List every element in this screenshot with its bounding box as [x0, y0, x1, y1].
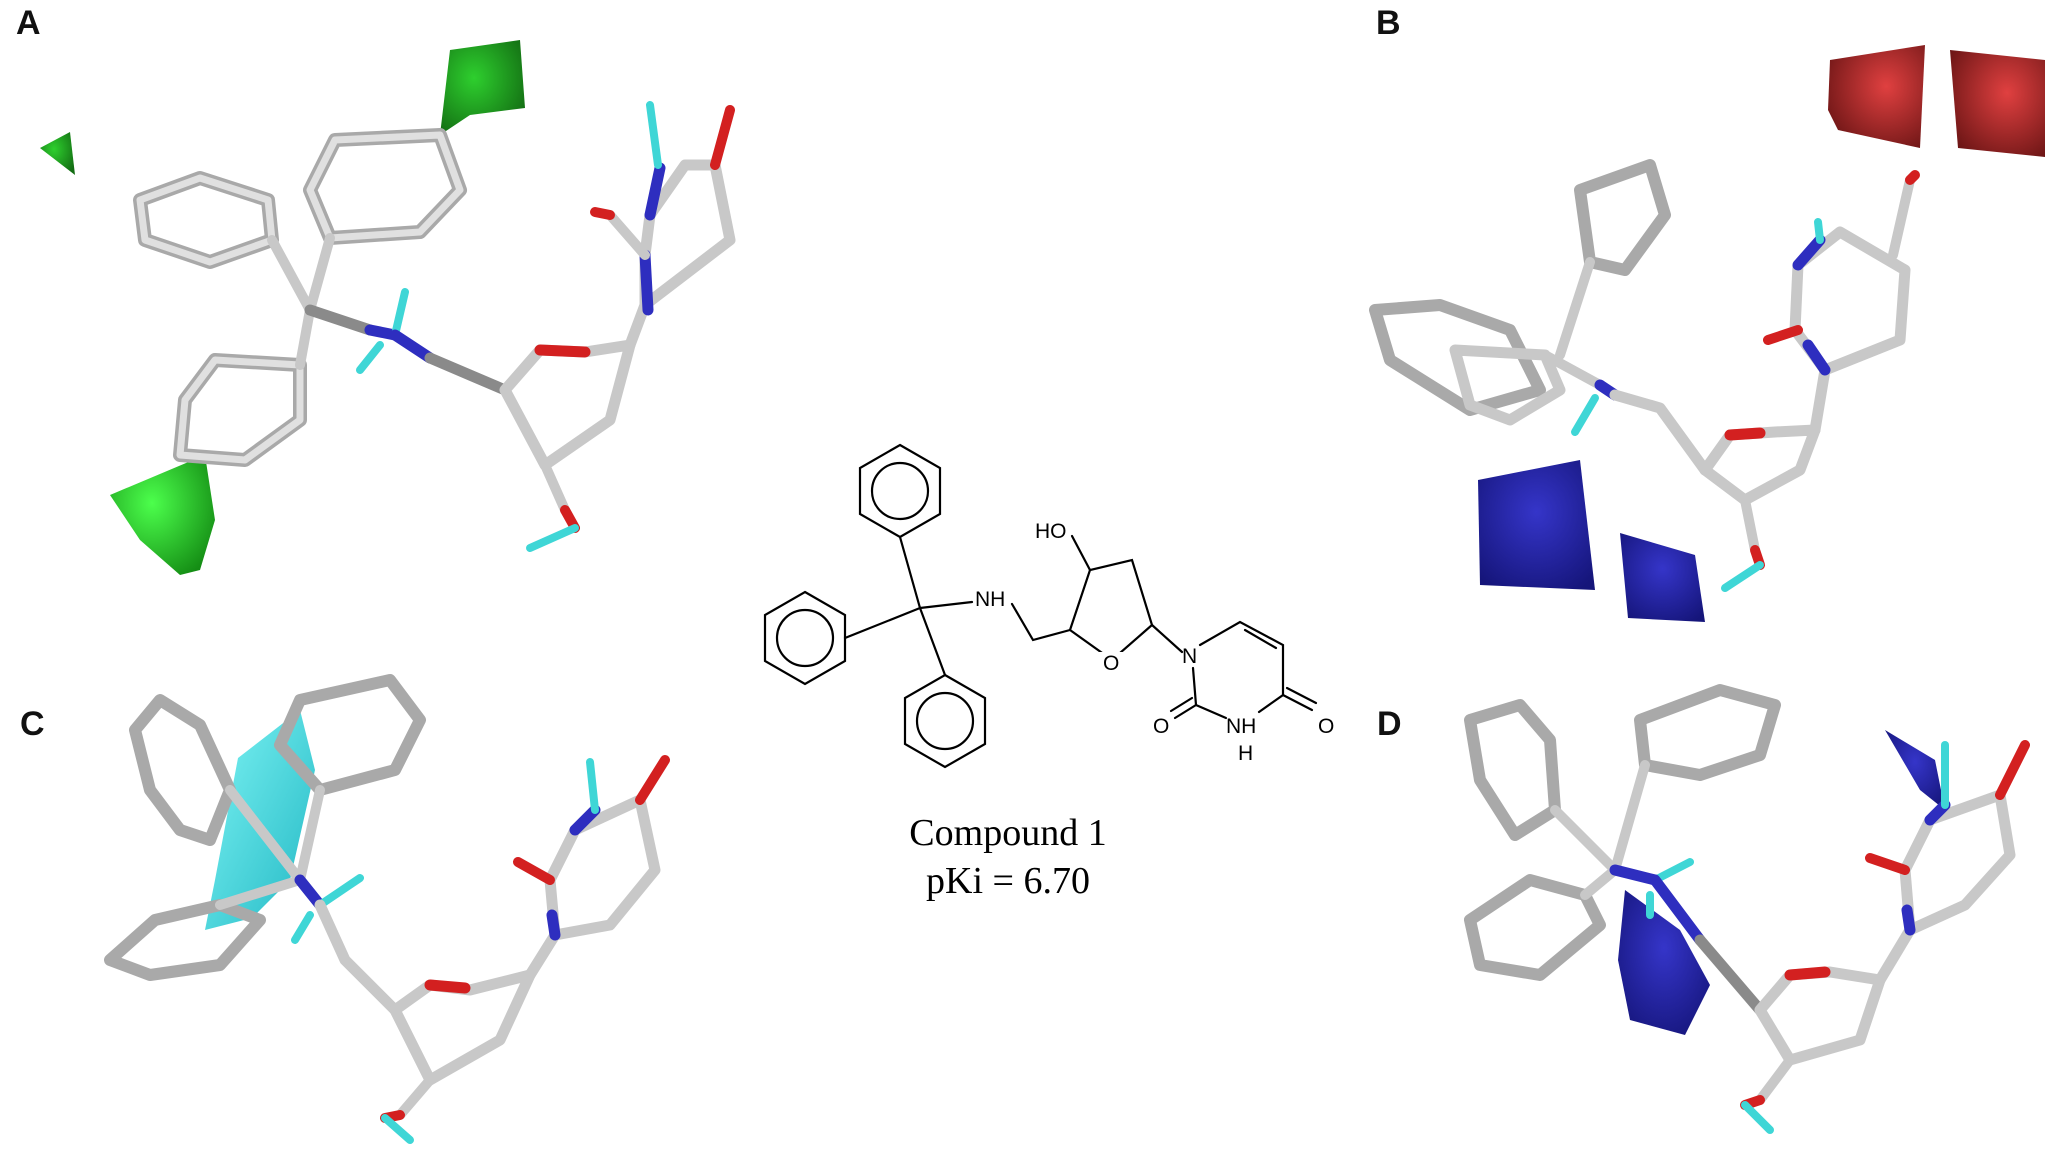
panel-b: B: [1369, 4, 2045, 622]
atom-o-left: O: [1153, 715, 1169, 738]
panel-letter-c: C: [20, 705, 45, 743]
phenyl-ring-a2-inner: [306, 131, 464, 242]
steric-contours-a: [40, 40, 525, 575]
red-contour-right: [1950, 50, 2045, 157]
panel-c: C: [20, 674, 670, 1144]
panel-letter-a: A: [16, 4, 41, 42]
atom-h3: H: [1238, 742, 1253, 765]
phenyl-ring-a3: [173, 353, 307, 467]
red-contour-left: [1828, 45, 1925, 148]
atom-ho: HO: [1035, 520, 1067, 543]
atom-o-ring: O: [1103, 652, 1119, 675]
panel-letter-d: D: [1377, 705, 1402, 743]
phenyl-bottom: [903, 673, 987, 769]
steric-contour-top: [440, 40, 525, 135]
blue-contour-lower: [1618, 890, 1710, 1035]
compound-structure-2d: NH HO O N O NH H O Compound 1 pKi = 6.70: [763, 443, 1334, 902]
atom-nh-amine: NH: [975, 588, 1005, 611]
phenyl-top: [858, 443, 942, 539]
steric-contour-small: [40, 132, 75, 175]
furanose-ring-a: [499, 339, 636, 471]
panel-letter-b: B: [1376, 4, 1401, 42]
electropositive-contours-d: [1618, 730, 1945, 1035]
atom-n3: NH: [1226, 715, 1256, 738]
phenyl-left: [763, 590, 847, 686]
ligand-3d-b: [1369, 159, 1920, 592]
blue-contour-right: [1620, 533, 1705, 622]
ligand-3d-c: [104, 674, 670, 1144]
blue-contour-left: [1478, 460, 1595, 590]
electropositive-contours-b: [1478, 460, 1705, 622]
ligand-3d-d: [1464, 684, 2030, 1134]
blue-contour-upper: [1885, 730, 1945, 810]
panel-a: A: [16, 4, 736, 575]
compound-activity: pKi = 6.70: [926, 860, 1090, 902]
electronegative-contours-b: [1828, 45, 2045, 157]
hydrophobic-contour-c: [205, 710, 315, 930]
atom-o-right: O: [1318, 715, 1334, 738]
steric-contour-bottom: [110, 455, 215, 575]
atom-n1: N: [1182, 645, 1197, 668]
compound-name: Compound 1: [909, 812, 1106, 854]
panel-d: D: [1377, 684, 2030, 1134]
ligand-3d-a: [133, 101, 736, 552]
